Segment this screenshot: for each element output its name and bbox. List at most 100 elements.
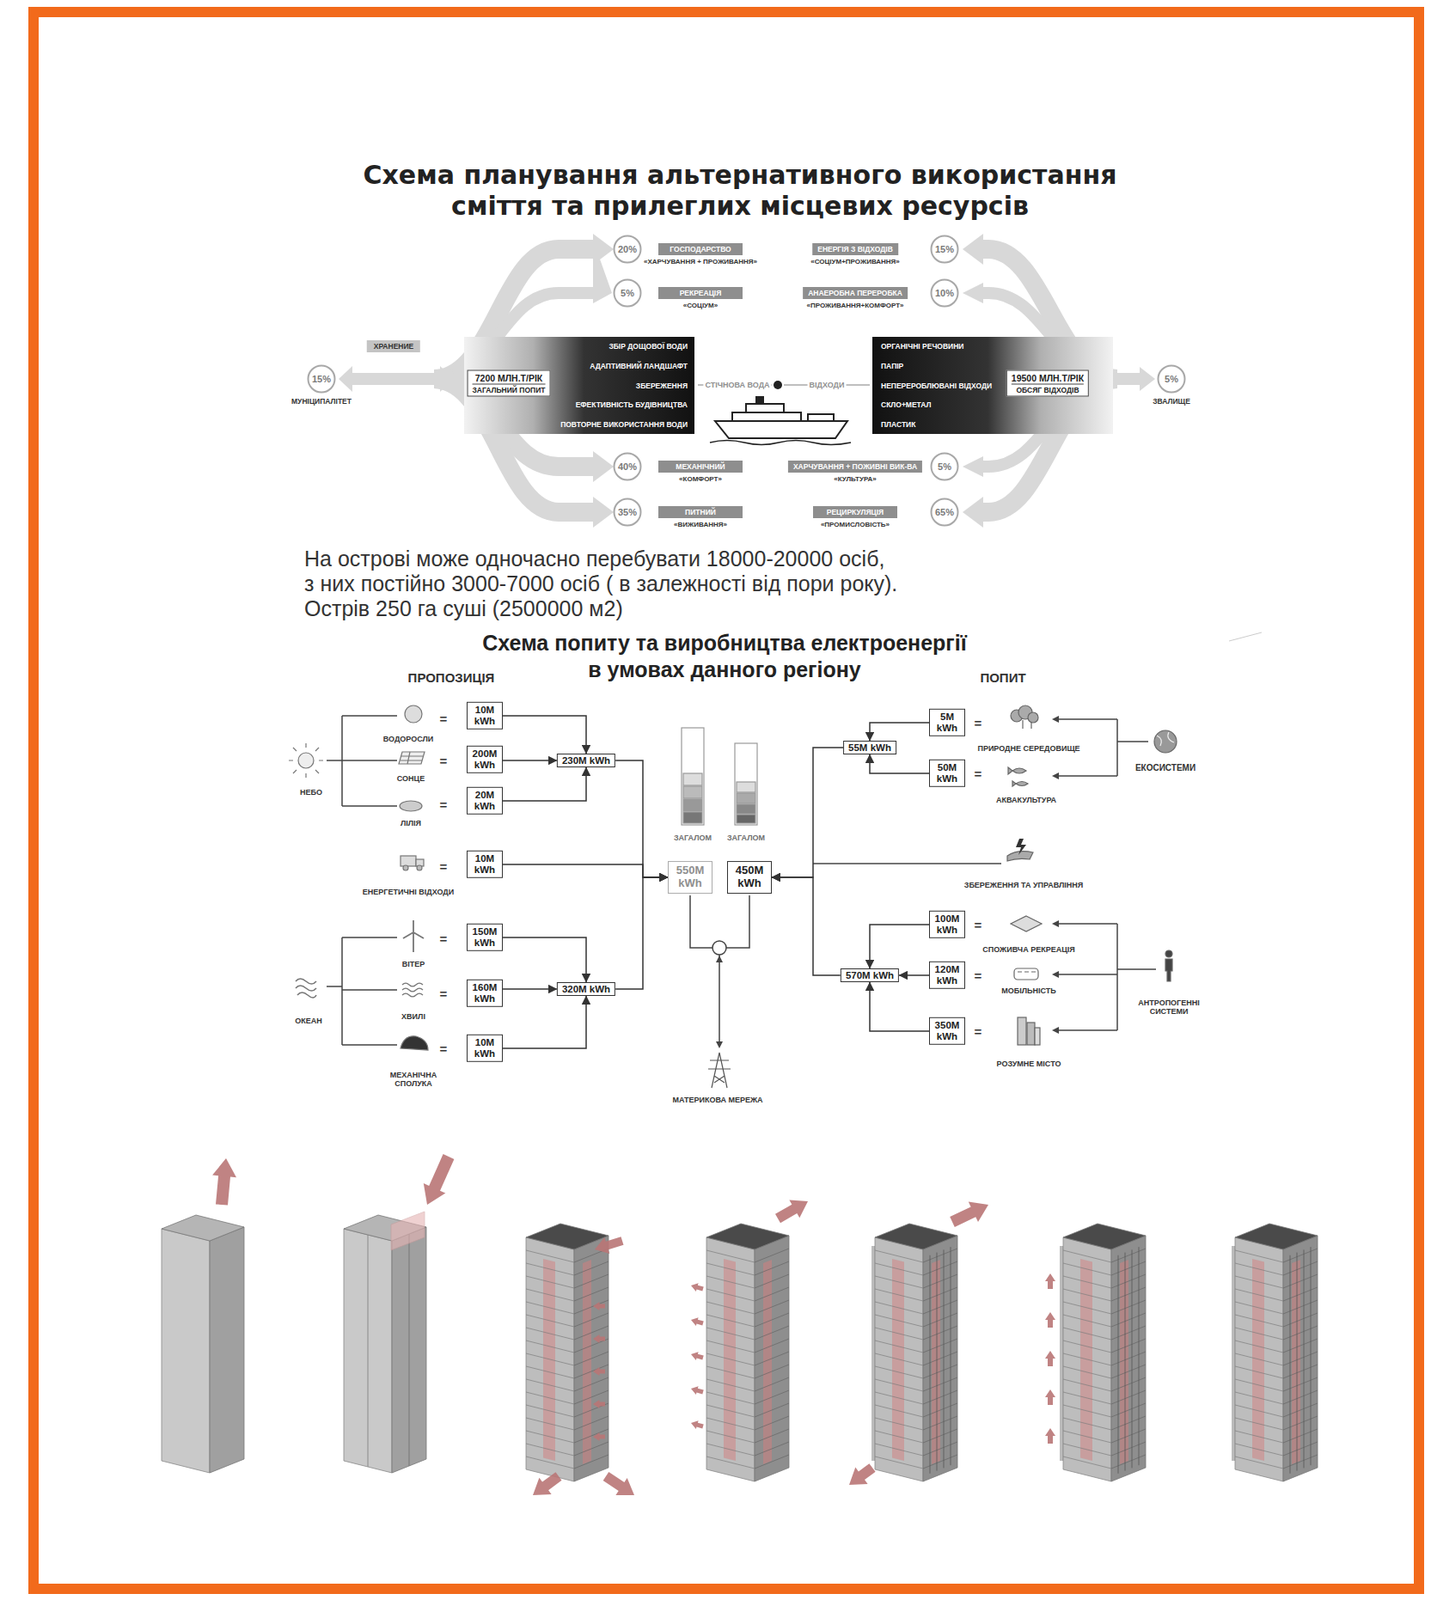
tower-face xyxy=(391,1227,427,1474)
demand-icons xyxy=(1034,1027,1040,1046)
tower-face xyxy=(161,1229,210,1474)
bracket-line xyxy=(326,715,398,807)
diagram-label: ПРОПОЗИЦІЯ xyxy=(408,670,496,685)
demand-icons xyxy=(708,705,1177,1089)
flow-arrowhead xyxy=(593,239,612,304)
tower-line xyxy=(1235,1250,1284,1263)
tower-line xyxy=(1283,1390,1318,1405)
tower-line xyxy=(706,1340,755,1353)
node-text: 7200 МЛН.Т/РІК xyxy=(472,373,546,384)
red-arrow xyxy=(691,1386,704,1395)
flow-connector xyxy=(771,747,844,878)
tower-line xyxy=(706,1263,755,1276)
node-text: 55M kWh xyxy=(848,742,892,753)
diagram-label: На острові може одночасно перебувати 180… xyxy=(304,546,885,572)
tower-line xyxy=(874,1327,924,1340)
tower-line xyxy=(936,1253,938,1472)
tower-line xyxy=(525,1276,575,1289)
node-text: ПИТНИЙ xyxy=(663,507,738,517)
tower-line xyxy=(872,1246,874,1462)
node-text: 10% xyxy=(935,287,954,299)
tower-line xyxy=(574,1274,609,1289)
tower-line xyxy=(525,1340,575,1353)
node-text: 230M kWh xyxy=(562,755,611,766)
tower-line xyxy=(923,1326,958,1340)
percent-circle: 5% xyxy=(612,278,643,308)
total-bar xyxy=(681,727,704,826)
tower-line xyxy=(1111,1442,1146,1456)
equals-sign: = xyxy=(440,931,448,947)
diagram-title: Схема планування альтернативного викорис… xyxy=(224,159,1256,222)
node-subtext: «ПРОМИСЛОВІСТЬ» xyxy=(820,520,890,529)
tower-face xyxy=(343,1229,392,1474)
tower-line xyxy=(1063,1276,1112,1289)
tower-line xyxy=(1111,1300,1146,1315)
demand-icons xyxy=(1027,712,1039,723)
tower-line xyxy=(525,1314,575,1328)
total-box: 19500 МЛН.Т/РІКОБСЯГ ВІДХОДІВ xyxy=(1006,370,1089,398)
demand-icons xyxy=(1017,971,1036,973)
tower-line xyxy=(754,1442,789,1456)
tower-line xyxy=(1138,1247,1140,1466)
category-tag: РЕЦИРКУЛЯЦІЯ«ПРОМИСЛОВІСТЬ» xyxy=(813,506,898,519)
tower-line xyxy=(923,1261,958,1276)
tower-line xyxy=(754,1287,789,1302)
supply-icons xyxy=(400,752,423,765)
diagram-label: НЕБО xyxy=(299,788,323,797)
tower-line xyxy=(1283,1339,1318,1353)
tower-line xyxy=(525,1418,575,1431)
node-subtext: «ВИЖИВАННЯ» xyxy=(673,520,728,529)
red-arrow xyxy=(1045,1312,1056,1328)
tower-line xyxy=(754,1261,789,1276)
tower-line xyxy=(1235,1327,1284,1340)
red-arrow xyxy=(949,1202,989,1228)
flow-arrowhead xyxy=(962,282,984,304)
tower-face xyxy=(525,1223,609,1250)
tower-line xyxy=(525,1443,575,1456)
node-text: РЕКРЕАЦІЯ xyxy=(663,288,738,298)
tower-line xyxy=(1283,1248,1318,1263)
supply-icons xyxy=(403,920,424,953)
red-arrow xyxy=(691,1283,704,1292)
flow-arrowhead xyxy=(338,233,1156,528)
flow-arrowhead xyxy=(593,496,614,528)
tower-line xyxy=(525,1431,575,1444)
node-text: 10M kWh xyxy=(467,704,502,728)
total-bar xyxy=(683,799,703,812)
node-text: 570M kWh xyxy=(845,970,894,981)
node-subtext: МУНІЦИПАЛІТЕТ xyxy=(291,397,352,406)
tower-line xyxy=(1283,1300,1318,1315)
tower-line xyxy=(923,1403,958,1418)
equals-sign: = xyxy=(974,968,983,984)
tower-line xyxy=(706,1456,755,1469)
red-arrow xyxy=(423,1154,455,1205)
ship xyxy=(732,412,802,422)
tower-face xyxy=(754,1235,789,1482)
page-frame xyxy=(33,12,1419,1590)
flow-connector xyxy=(502,996,587,1049)
flow-connector xyxy=(869,924,930,969)
red-arrow xyxy=(1045,1428,1056,1444)
red-arrow xyxy=(849,1463,876,1486)
equals-sign: = xyxy=(440,753,448,769)
tower-face xyxy=(874,1223,958,1250)
percent-circle: 65% xyxy=(929,497,960,527)
tower-line xyxy=(754,1351,789,1366)
node-subtext: «СОЦІУМ» xyxy=(683,301,718,310)
tower-face xyxy=(1235,1223,1318,1250)
circle-outline xyxy=(1158,366,1186,393)
node-text: 20% xyxy=(617,244,637,255)
tower-line xyxy=(1111,1248,1146,1263)
circle-outline xyxy=(931,453,959,481)
tower-line xyxy=(1063,1418,1112,1431)
supply-icons xyxy=(288,705,429,1051)
node-text: 100M kWh xyxy=(929,913,965,936)
tower-line xyxy=(1111,1326,1146,1340)
demand-icons xyxy=(1156,732,1175,747)
red-band xyxy=(543,1259,556,1462)
tower-sequence xyxy=(161,1154,1318,1496)
demand-icons xyxy=(1008,767,1027,775)
tower-line xyxy=(574,1351,609,1366)
tower-line xyxy=(706,1327,755,1340)
red-band xyxy=(1291,1259,1301,1465)
